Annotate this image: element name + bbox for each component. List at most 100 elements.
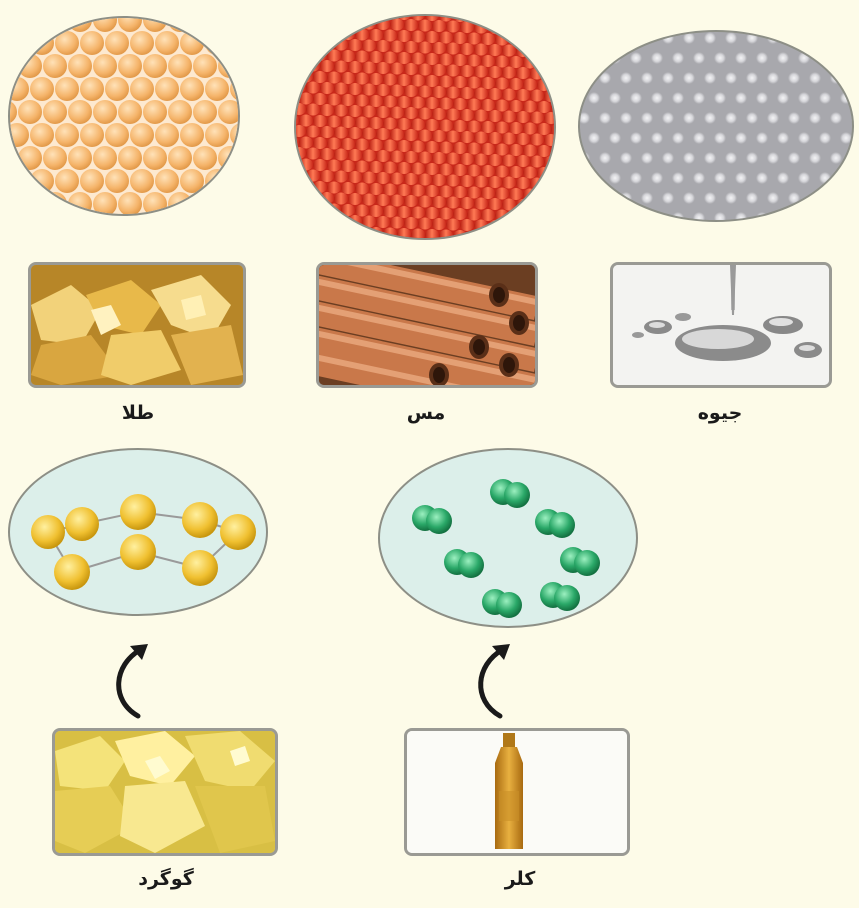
copper-atom: [495, 16, 509, 24]
mercury-atom: [809, 32, 821, 44]
copper-atom: [495, 166, 509, 178]
mercury-atom: [630, 212, 642, 222]
copper-atom: [327, 160, 341, 172]
copper-atom: [411, 207, 425, 219]
copper-atom: [530, 134, 544, 146]
sulfur-chunks-image: [55, 731, 275, 853]
sulfur-photo: [52, 728, 278, 856]
gold-atom: [205, 31, 229, 55]
mercury-atom: [819, 132, 831, 144]
copper-atom: [481, 143, 495, 155]
chlorine-atom: [554, 585, 580, 611]
copper-atom: [516, 89, 530, 101]
copper-atom: [544, 156, 556, 168]
copper-atom: [439, 164, 453, 176]
copper-atom: [467, 209, 481, 221]
copper-atom: [355, 117, 369, 129]
copper-atom: [320, 16, 334, 28]
mercury-atom: [851, 72, 854, 84]
copper-atom: [439, 230, 453, 241]
copper-atom: [306, 214, 320, 226]
mercury-drops-image: [613, 265, 829, 385]
mercury-atom: [756, 52, 768, 64]
copper-atom: [334, 127, 348, 139]
copper-atom: [296, 136, 299, 148]
copper-atom: [502, 89, 516, 101]
mercury-atom: [641, 32, 653, 44]
copper-atom: [432, 130, 446, 142]
copper-atom: [348, 171, 362, 183]
copper-atom: [397, 184, 411, 196]
copper-atom: [306, 126, 320, 138]
copper-atom: [516, 45, 530, 57]
gold-atom: [143, 146, 167, 170]
mercury-atom: [704, 192, 716, 204]
copper-atom: [516, 221, 530, 233]
mercury-atom: [588, 92, 600, 104]
gold-atom: [55, 123, 79, 147]
gold-atom: [10, 31, 29, 55]
copper-atom: [404, 217, 418, 229]
mercury-atom: [588, 52, 600, 64]
sulfur-arrow-icon: [100, 640, 160, 720]
gold-atom: [105, 169, 129, 193]
copper-atom: [439, 186, 453, 198]
copper-atom: [495, 210, 509, 222]
copper-atoms-model: [294, 14, 556, 240]
copper-atom: [516, 67, 530, 79]
pipe-hole: [473, 339, 485, 355]
mercury-atom: [756, 132, 768, 144]
gold-atom: [68, 192, 92, 216]
copper-atom: [341, 204, 355, 216]
copper-atom: [488, 132, 502, 144]
mercury-atom: [840, 172, 852, 184]
copper-atom: [551, 146, 556, 158]
mercury-atom: [735, 52, 747, 64]
copper-atom: [296, 213, 306, 225]
mercury-atom: [840, 92, 852, 104]
chlorine-label: کلر: [440, 868, 600, 890]
copper-atom: [306, 236, 320, 241]
copper-atom: [334, 193, 348, 205]
copper-atom: [460, 87, 474, 99]
copper-atom: [376, 150, 390, 162]
copper-atom: [296, 81, 306, 93]
copper-atom: [488, 198, 502, 210]
copper-atom: [390, 107, 404, 119]
copper-atom: [411, 229, 425, 241]
copper-atom: [537, 16, 551, 25]
mercury-atom: [809, 112, 821, 124]
copper-atom: [495, 122, 509, 134]
copper-atom: [530, 68, 544, 80]
copper-atom: [334, 215, 348, 227]
copper-atom: [523, 233, 537, 241]
mercury-atom: [725, 152, 737, 164]
copper-atom: [537, 167, 551, 179]
copper-atom: [453, 230, 467, 240]
gold-atom: [68, 100, 92, 124]
copper-atom: [383, 118, 397, 130]
copper-atom: [397, 52, 411, 64]
copper-atom: [369, 95, 383, 107]
mercury-atom: [588, 212, 600, 222]
gold-atom: [80, 77, 104, 101]
mercury-atom: [609, 212, 621, 222]
copper-atom: [327, 50, 341, 62]
gold-atom: [43, 192, 67, 216]
copper-atom: [334, 83, 348, 95]
copper-atom: [334, 237, 348, 241]
copper-atom: [299, 93, 313, 105]
copper-atom: [397, 118, 411, 130]
mercury-label: جیوه: [640, 402, 800, 424]
copper-atom: [439, 142, 453, 154]
mercury-atom: [651, 92, 663, 104]
copper-atom: [530, 112, 544, 124]
pipe-hole: [493, 287, 505, 303]
gold-nuggets-image: [31, 265, 243, 385]
mercury-atom: [620, 72, 632, 84]
copper-atom: [418, 42, 432, 54]
copper-atom: [296, 70, 299, 82]
copper-atom: [313, 203, 327, 215]
copper-atom: [474, 220, 488, 232]
copper-atom: [348, 193, 362, 205]
